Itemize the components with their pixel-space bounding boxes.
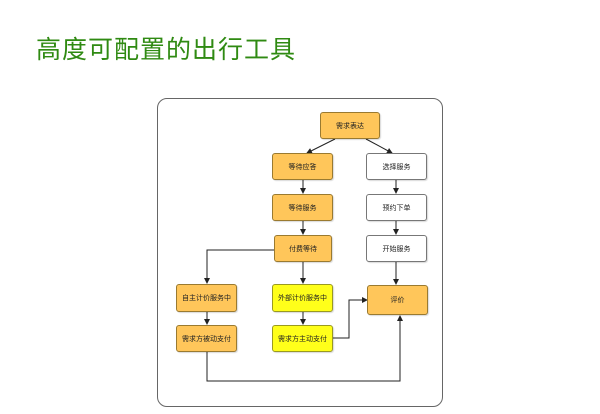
node-evaluate: 评价 — [367, 285, 428, 315]
node-pay-wait: 付费等待 — [274, 235, 332, 262]
arrow-demand-to-choose-service — [365, 138, 393, 154]
node-choose-service: 选择服务 — [366, 153, 427, 180]
arrow-passive-pay-to-evaluate — [206, 315, 403, 382]
node-self-pricing: 自主计价服务中 — [176, 284, 237, 312]
node-demand: 需求表达 — [320, 112, 380, 139]
node-external-pricing: 外部计价服务中 — [272, 284, 333, 312]
node-active-pay: 需求方主动支付 — [272, 325, 333, 352]
node-wait-service: 等待服务 — [272, 194, 333, 221]
node-start-service: 开始服务 — [366, 235, 427, 262]
page-title: 高度可配置的出行工具 — [36, 35, 297, 64]
node-passive-pay: 需求方被动支付 — [176, 325, 237, 352]
node-wait-accept: 等待应答 — [272, 153, 333, 180]
arrow-pay-wait-to-self-pricing — [204, 249, 274, 284]
arrow-active-pay-to-evaluate — [333, 297, 368, 339]
node-reserve-order: 预约下单 — [366, 194, 427, 221]
arrow-demand-to-wait-accept — [306, 138, 336, 154]
flowchart-frame — [157, 98, 443, 407]
